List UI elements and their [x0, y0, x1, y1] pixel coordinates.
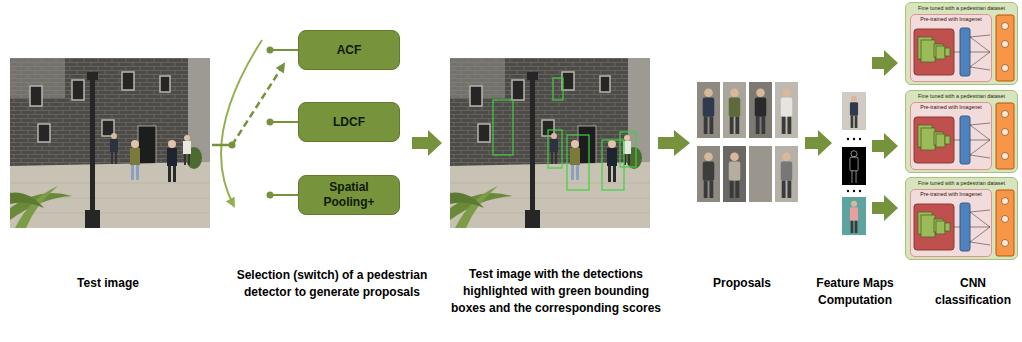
node-text: Fine tuned with a pedestrian dataset	[906, 3, 1017, 12]
detections-image	[450, 58, 650, 228]
column-caption: CNN classification	[928, 275, 1018, 309]
detector-box: ACF	[298, 30, 400, 70]
detector-box: LDCF	[298, 102, 400, 142]
column-caption: Test image	[48, 275, 168, 292]
node-text: ACF	[337, 43, 362, 58]
column-caption: Proposals	[700, 275, 784, 292]
detector-switch	[212, 40, 298, 206]
classifier-layer	[995, 102, 1015, 170]
pretrained-box: Pre-trained with Imagenet	[910, 189, 992, 257]
test-image	[10, 58, 210, 228]
cnn-box: Fine tuned with a pedestrian datasetPre-…	[905, 90, 1018, 173]
column-caption: Feature Maps Computation	[810, 275, 900, 309]
cnn-box: Fine tuned with a pedestrian datasetPre-…	[905, 2, 1018, 85]
column-caption: Selection (switch) of a pedestrian detec…	[236, 267, 428, 301]
feature-maps	[842, 92, 866, 235]
node-text: Pre-trained with Imagenet	[911, 15, 991, 23]
proposal-crops	[697, 82, 798, 202]
cnn-layers	[912, 200, 990, 254]
classifier-layer	[995, 189, 1015, 257]
node-text: Fine tuned with a pedestrian dataset	[906, 91, 1017, 100]
classifier-layer	[995, 14, 1015, 82]
node-text: Pre-trained with Imagenet	[911, 103, 991, 111]
detector-box: Spatial Pooling+	[298, 175, 400, 215]
cnn-layers	[912, 25, 990, 79]
column-caption: Test image with the detections highlight…	[445, 266, 667, 317]
node-text: Spatial Pooling+	[303, 180, 395, 210]
node-text: LDCF	[333, 115, 365, 130]
cnn-box: Fine tuned with a pedestrian datasetPre-…	[905, 177, 1018, 260]
pretrained-box: Pre-trained with Imagenet	[910, 102, 992, 170]
node-text: Fine tuned with a pedestrian dataset	[906, 178, 1017, 187]
node-text: Pre-trained with Imagenet	[911, 190, 991, 198]
cnn-layers	[912, 113, 990, 167]
pretrained-box: Pre-trained with Imagenet	[910, 14, 992, 82]
